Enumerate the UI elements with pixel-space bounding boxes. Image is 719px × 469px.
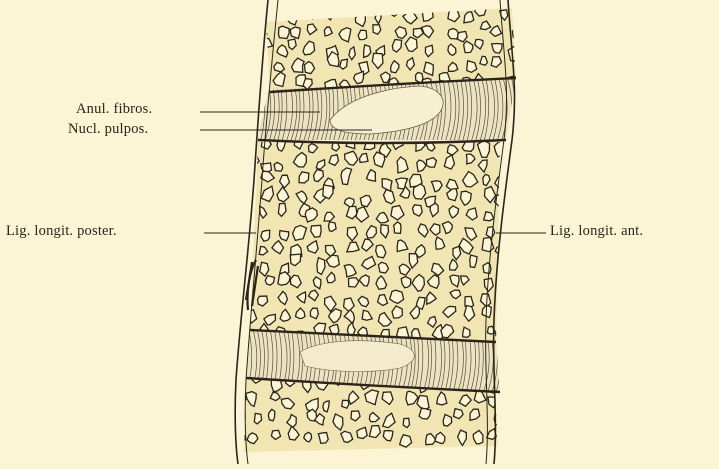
trabecula-cavity	[239, 195, 252, 208]
trabecula-cavity	[279, 26, 290, 38]
nucleus-pulposus-lower	[300, 341, 414, 372]
trabecula-cavity	[364, 140, 375, 149]
label-lig-longit-anterior: Lig. longit. ant.	[550, 223, 643, 240]
trabecula-cavity	[323, 7, 332, 20]
trabecula-cavity	[498, 260, 507, 273]
trabecula-cavity	[374, 152, 385, 167]
trabecula-cavity	[517, 57, 526, 67]
trabecula-cavity	[342, 5, 352, 17]
trabecula-cavity	[358, 30, 367, 39]
trabecula-cavity	[290, 27, 300, 38]
trabecula-cavity	[390, 8, 397, 16]
trabecula-cavity	[310, 308, 318, 319]
label-nucleus-pulposus: Nucl. pulpos.	[68, 121, 148, 138]
trabecula-cavity	[299, 172, 309, 183]
endplate	[258, 140, 506, 143]
trabecula-cavity	[239, 269, 248, 285]
trabecula-cavity	[237, 395, 246, 404]
trabecula-cavity	[232, 377, 244, 389]
label-anulus-fibrosus: Anul. fibros.	[76, 101, 152, 118]
trabecula-cavity	[265, 276, 274, 286]
trabecula-cavity	[403, 418, 409, 427]
trabecula-cavity	[394, 222, 402, 234]
trabecula-cavity	[517, 6, 525, 16]
label-lig-longit-posterior: Lig. longit. poster.	[6, 223, 117, 240]
trabecula-cavity	[243, 169, 253, 181]
trabecula-cavity	[242, 140, 252, 151]
trabecula-cavity	[427, 158, 437, 168]
trabecula-cavity	[318, 433, 328, 444]
trabecula-cavity	[329, 222, 337, 232]
trabecula-cavity	[467, 61, 477, 73]
trabecula-cavity	[503, 230, 511, 240]
trabecula-cavity	[498, 304, 506, 318]
trabecula-cavity	[258, 10, 267, 22]
trabecula-cavity	[308, 6, 319, 19]
trabecula-cavity	[512, 27, 523, 39]
trabecula-cavity	[498, 294, 511, 306]
trabecula-cavity	[261, 230, 270, 241]
trabecula-cavity	[501, 278, 510, 291]
trabecula-cavity	[419, 408, 431, 419]
trabecula-cavity	[342, 400, 349, 408]
trabecula-cavity	[496, 328, 507, 341]
trabecula-cavity	[280, 231, 289, 241]
